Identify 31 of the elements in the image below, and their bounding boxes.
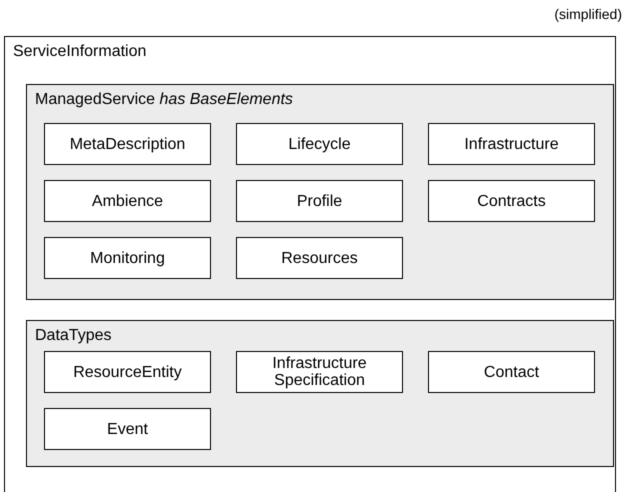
class-box — [44, 123, 211, 165]
class-name: MetaDescription — [70, 136, 186, 152]
container-title: DataTypes — [35, 327, 112, 345]
class-name: Infrastructure — [464, 136, 559, 152]
class-box — [236, 237, 403, 279]
class-name: Resources — [281, 250, 358, 266]
class-name: Event — [107, 420, 148, 438]
class-box — [236, 180, 403, 222]
class-box — [44, 237, 211, 279]
class-name: Profile — [296, 192, 342, 210]
class-name: Monitoring — [90, 250, 165, 266]
class-box — [236, 351, 403, 393]
container-title: ServiceInformation — [13, 43, 146, 61]
note-text: (simplified) — [554, 6, 622, 22]
class-box — [44, 408, 211, 450]
class-box — [428, 123, 595, 165]
class-box — [44, 351, 211, 393]
class-name: Lifecycle — [288, 136, 351, 152]
class-box — [428, 351, 595, 393]
class-name: Contact — [484, 364, 540, 380]
container-box — [26, 320, 614, 467]
class-box — [428, 180, 595, 222]
class-box — [44, 180, 211, 222]
class-name: Infrastructure Specification — [271, 355, 368, 389]
container-box — [26, 84, 614, 300]
class-name: ResourceEntity — [73, 364, 182, 380]
class-name: Contracts — [477, 192, 546, 210]
class-name: Ambience — [92, 192, 164, 210]
class-box — [236, 123, 403, 165]
container-title: ManagedService has BaseElements — [35, 91, 293, 109]
container-box — [4, 36, 616, 492]
